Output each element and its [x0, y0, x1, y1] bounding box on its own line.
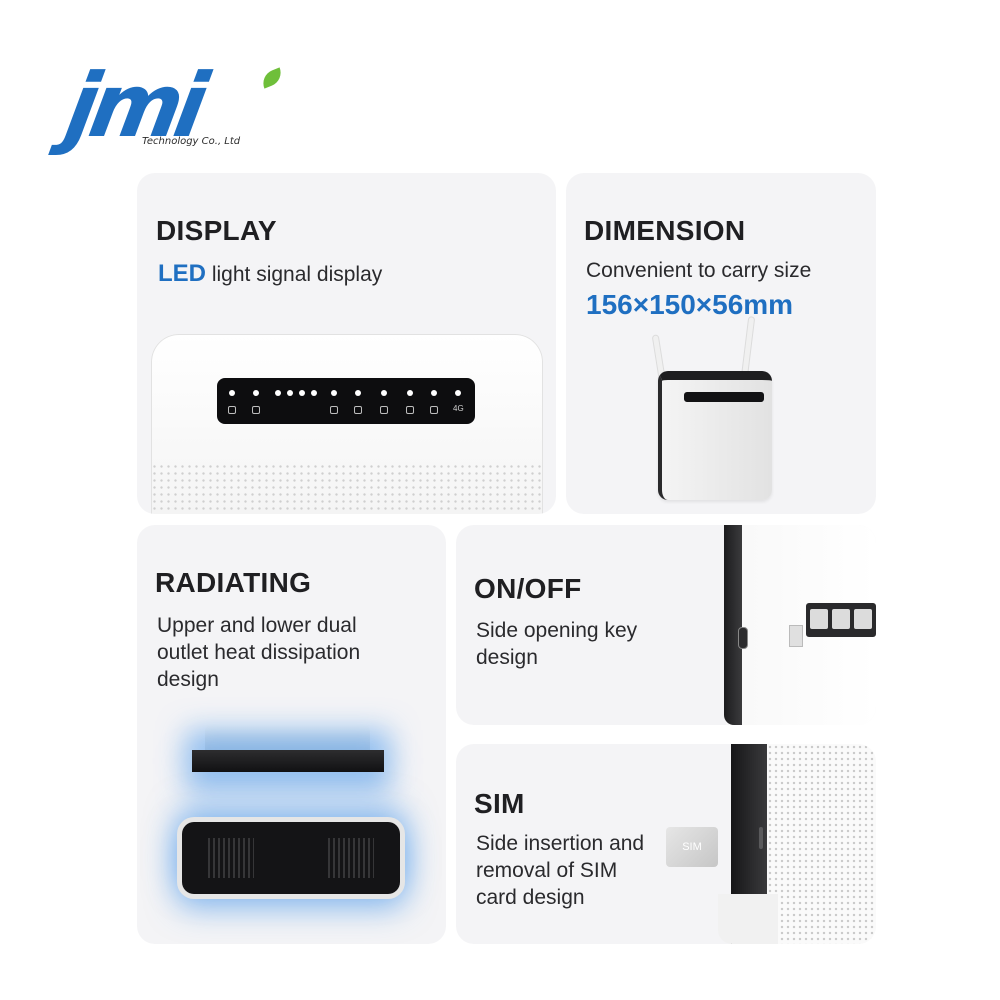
internet-led-icon: [253, 390, 259, 396]
dimension-card: DIMENSION Convenient to carry size 156×1…: [566, 173, 876, 514]
globe-symbol-icon: [252, 406, 260, 414]
lower-heat-outlet: [182, 822, 400, 894]
logo-leaf-icon: [259, 67, 285, 89]
vent-grille: [208, 838, 254, 878]
sim-description: Side insertion and removal of SIM card d…: [476, 830, 644, 911]
onoff-line: Side opening key: [476, 619, 638, 642]
sim-title: SIM: [474, 788, 525, 819]
display-description: LED light signal display: [158, 260, 382, 288]
onoff-title: ON/OFF: [474, 573, 582, 604]
dimension-title: DIMENSION: [584, 215, 746, 246]
signal-led-icon: [299, 390, 305, 396]
speaker-grille: [151, 463, 543, 514]
logo-subtitle: Technology Co., Ltd: [142, 136, 241, 147]
lan-symbol-icon: [330, 406, 338, 414]
router-side-edge: [724, 525, 742, 725]
wps-led-icon: [381, 390, 387, 396]
display-card: DISPLAY LED light signal display 4G: [137, 173, 556, 514]
router-stand: [718, 894, 778, 944]
ethernet-ports: [806, 603, 876, 637]
upper-heat-outlet: [192, 750, 384, 772]
wifi-led-icon: [355, 390, 361, 396]
onoff-description: Side opening key design: [476, 617, 637, 671]
sim-card: SIM Side insertion and removal of SIM ca…: [456, 744, 876, 944]
sim-chip-icon: SIM: [666, 827, 718, 867]
ethernet-port-icon: [854, 609, 872, 629]
power-led-icon: [229, 390, 235, 396]
router-top-view: [205, 725, 370, 750]
signal-led-icon: [287, 390, 293, 396]
router-perspective-image: [658, 371, 772, 500]
onoff-line: design: [476, 646, 538, 669]
radiating-line: design: [157, 668, 219, 691]
power-key-icon: [738, 627, 748, 649]
radiating-title: RADIATING: [155, 567, 312, 598]
sim-symbol-icon: [406, 406, 414, 414]
brand-logo: jmi Technology Co., Ltd: [59, 54, 285, 162]
sim-line: Side insertion and: [476, 832, 645, 855]
sim-line: removal of SIM: [476, 859, 618, 882]
signal-led-icon: [275, 390, 281, 396]
usb-port-icon: [789, 625, 803, 647]
vent-grille: [328, 838, 374, 878]
display-title: DISPLAY: [156, 215, 277, 246]
power-symbol-icon: [228, 406, 236, 414]
dimension-description: Convenient to carry size: [586, 259, 812, 282]
ethernet-port-icon: [832, 609, 850, 629]
radiating-card: RADIATING Upper and lower dual outlet he…: [137, 525, 446, 944]
ethernet-port-icon: [810, 609, 828, 629]
phone-symbol-icon: [430, 406, 438, 414]
router-led-strip: [684, 392, 764, 402]
led-4g-label: 4G: [453, 404, 464, 413]
sim-slot-icon: [759, 827, 763, 849]
wifi-symbol-icon: [354, 406, 362, 414]
onoff-card: ON/OFF Side opening key design: [456, 525, 876, 725]
display-description-text: light signal display: [206, 263, 383, 286]
display-highlight: LED: [158, 260, 206, 287]
lan-led-icon: [331, 390, 337, 396]
wps-symbol-icon: [380, 406, 388, 414]
radiating-line: Upper and lower dual: [157, 614, 357, 637]
sim-led-icon: [407, 390, 413, 396]
signal-led-icon: [311, 390, 317, 396]
radiating-description: Upper and lower dual outlet heat dissipa…: [157, 612, 360, 693]
sim-line: card design: [476, 886, 585, 909]
radiating-line: outlet heat dissipation: [157, 641, 361, 664]
dimension-size: 156×150×56mm: [586, 289, 794, 320]
phone-led-icon: [431, 390, 437, 396]
4g-led-icon: [455, 390, 461, 396]
led-indicator-panel: 4G: [217, 378, 475, 424]
